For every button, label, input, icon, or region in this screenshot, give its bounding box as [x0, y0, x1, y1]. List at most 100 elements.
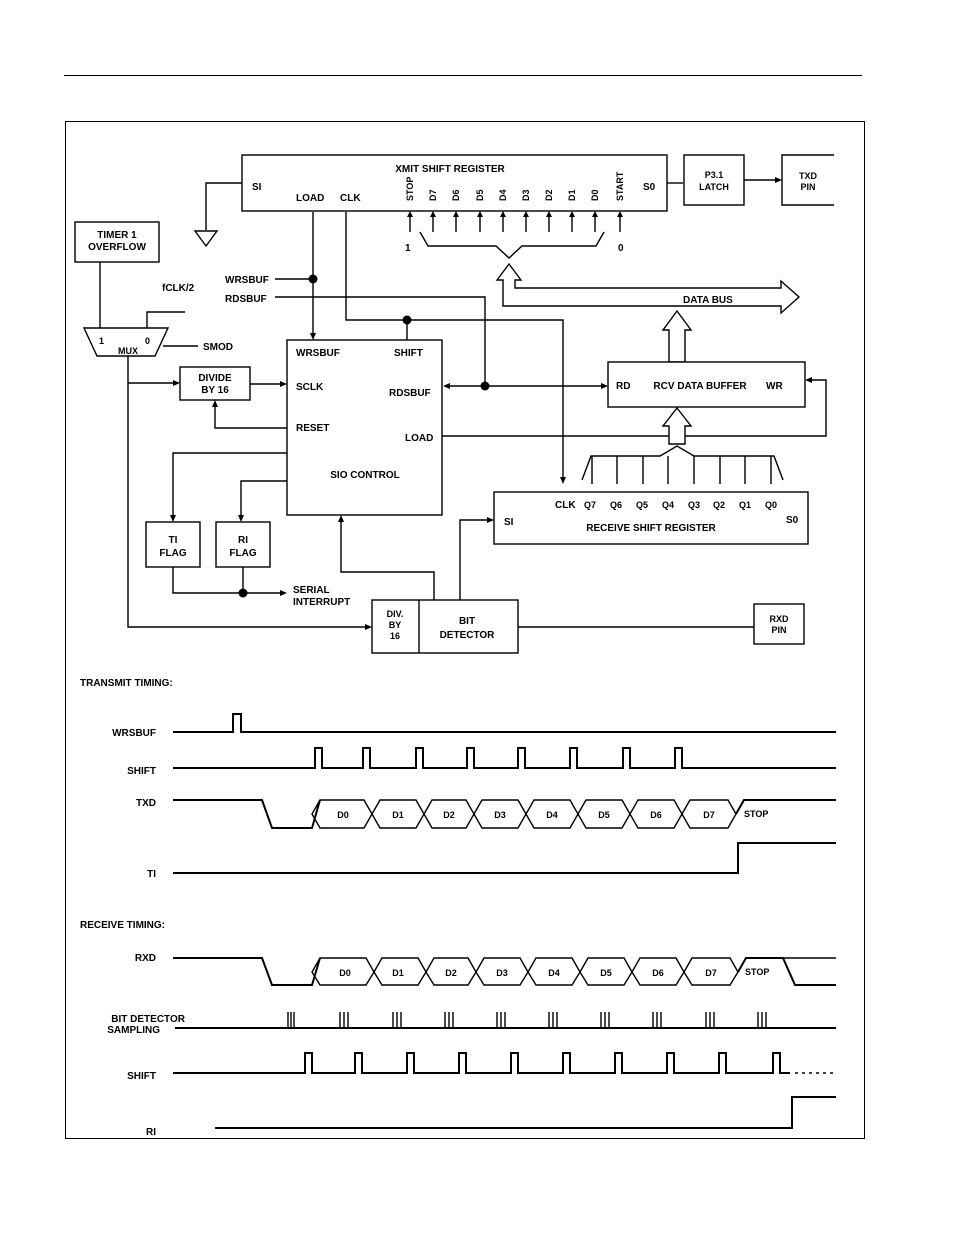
fosc-label: fCLK/2 [162, 283, 195, 294]
q-bracket [581, 445, 784, 484]
rsr-q0: Q0 [765, 500, 777, 510]
mux-label: MUX [118, 346, 138, 356]
xmit-stop-value: 1 [405, 243, 411, 254]
rx-sampling-wave [175, 1012, 836, 1029]
tx-bit-d1: D1 [392, 810, 404, 820]
ground-icon [193, 230, 219, 248]
rsr-q1: Q1 [739, 500, 751, 510]
rx-ri-wave [215, 1096, 836, 1129]
xmit-bit-d2: D2 [544, 189, 554, 201]
rx-label-sampling: SAMPLING [107, 1025, 160, 1036]
sio-to-ri-line [240, 480, 287, 515]
serial-interrupt-line1: SERIAL [293, 585, 330, 596]
tx-signal-labels: WRSBUF SHIFT TXD TI [112, 728, 156, 880]
rsr-q2: Q2 [713, 500, 725, 510]
p31-latch: P3.1 LATCH [667, 154, 782, 206]
xmit-clk-label: CLK [340, 193, 361, 204]
ti-line2: FLAG [159, 548, 186, 559]
arrow-icon [173, 380, 180, 386]
wrsbuf-label: WRSBUF [225, 275, 269, 286]
rx-bit-d1: D1 [392, 968, 404, 978]
rx-bit-d5: D5 [600, 968, 612, 978]
rx-rxd-wave: D0 D1 D2 D3 D4 D5 D6 D7 STOP [173, 957, 836, 986]
tx-wrsbuf-wave [173, 713, 836, 733]
rx-bit-d7: D7 [705, 968, 717, 978]
tx-bit-d4: D4 [546, 810, 558, 820]
mux-to-div16-line [127, 356, 366, 628]
div-line1: DIV. [387, 609, 404, 619]
rxd-pin-line2: PIN [771, 625, 786, 635]
sio-to-ti-line [172, 452, 287, 515]
divide-line1: DIVIDE [198, 373, 232, 384]
rsr-q4: Q4 [662, 500, 674, 510]
bit-detector-line1: BIT [459, 616, 475, 627]
load-line [442, 379, 827, 437]
xmit-bit-stop: STOP [405, 177, 415, 201]
tx-bit-d2: D2 [443, 810, 455, 820]
tx-ti-wave [173, 842, 836, 874]
xmit-si: SI [252, 182, 262, 193]
tx-label-txd: TXD [136, 798, 156, 809]
timer1-line1: TIMER 1 [97, 230, 137, 241]
tx-bit-d3: D3 [494, 810, 506, 820]
sio-load: LOAD [405, 433, 433, 444]
transmit-timing-title: TRANSMIT TIMING: [80, 678, 173, 689]
rcv-wr: WR [766, 381, 783, 392]
divide-line2: BY 16 [201, 385, 229, 396]
rsr-clk: CLK [555, 500, 576, 511]
tx-shift-wave [173, 747, 836, 769]
tx-bit-d0: D0 [337, 810, 349, 820]
ti-flag: TI FLAG [145, 521, 201, 568]
ri-line1: RI [238, 535, 248, 546]
xmit-bit-d5: D5 [475, 189, 485, 201]
tx-label-ti: TI [147, 869, 156, 880]
data-bus-label: DATA BUS [683, 295, 733, 306]
xmit-start-value: 0 [618, 243, 624, 254]
tx-label-shift: SHIFT [127, 766, 156, 777]
rx-label-shift: SHIFT [127, 1071, 156, 1082]
xmit-si-line [205, 182, 242, 230]
sio-rdsbuf: RDSBUF [389, 388, 431, 399]
txd-pin-line1: TXD [799, 171, 818, 181]
smod-label: SMOD [203, 342, 233, 353]
figure-frame [65, 121, 865, 1139]
rsr-q5: Q5 [636, 500, 648, 510]
bit-to-si-line [459, 519, 487, 600]
arrow-icon [487, 517, 494, 523]
junction [480, 381, 490, 391]
rx-label-bitdet: BIT DETECTOR [111, 1014, 185, 1025]
arrow-icon [170, 515, 176, 522]
txd-pin-line2: PIN [800, 182, 815, 192]
xmit-bit-d6: D6 [451, 189, 461, 201]
xmit-bit-d1: D1 [567, 189, 577, 201]
rx-bit-d2: D2 [445, 968, 457, 978]
rsr-title: RECEIVE SHIFT REGISTER [586, 523, 716, 534]
rx-bit-d4: D4 [548, 968, 560, 978]
data-bus: DATA BUS [495, 262, 801, 363]
arrow-icon [601, 383, 608, 389]
serial-interrupt-line2: INTERRUPT [293, 597, 350, 608]
rcv-rd: RD [616, 381, 630, 392]
rx-shift-wave [173, 1052, 790, 1074]
xmit-so: S0 [643, 182, 656, 193]
txd-pin: TXD PIN [781, 154, 834, 206]
xmit-bit-arrows: 1 0 [405, 211, 624, 259]
rdsbuf-label: RDSBUF [225, 294, 267, 305]
sio-reset: RESET [296, 423, 329, 434]
rcv-data-buffer: RD RCV DATA BUFFER WR [607, 361, 806, 445]
arrow-icon [280, 590, 287, 596]
rx-bit-d6: D6 [652, 968, 664, 978]
tx-bit-d6: D6 [650, 810, 662, 820]
xmit-bit-d3: D3 [521, 189, 531, 201]
xmit-load-label: LOAD [296, 193, 324, 204]
sio-shift: SHIFT [394, 348, 423, 359]
rx-label-rxd: RXD [135, 953, 156, 964]
junction [238, 588, 248, 598]
arrow-icon [238, 515, 244, 522]
arrow-icon [338, 515, 344, 522]
rsr-q6: Q6 [610, 500, 622, 510]
p31-line2: LATCH [699, 182, 729, 192]
xmit-bit-d7: D7 [428, 189, 438, 201]
sio-sclk: SCLK [296, 382, 324, 393]
